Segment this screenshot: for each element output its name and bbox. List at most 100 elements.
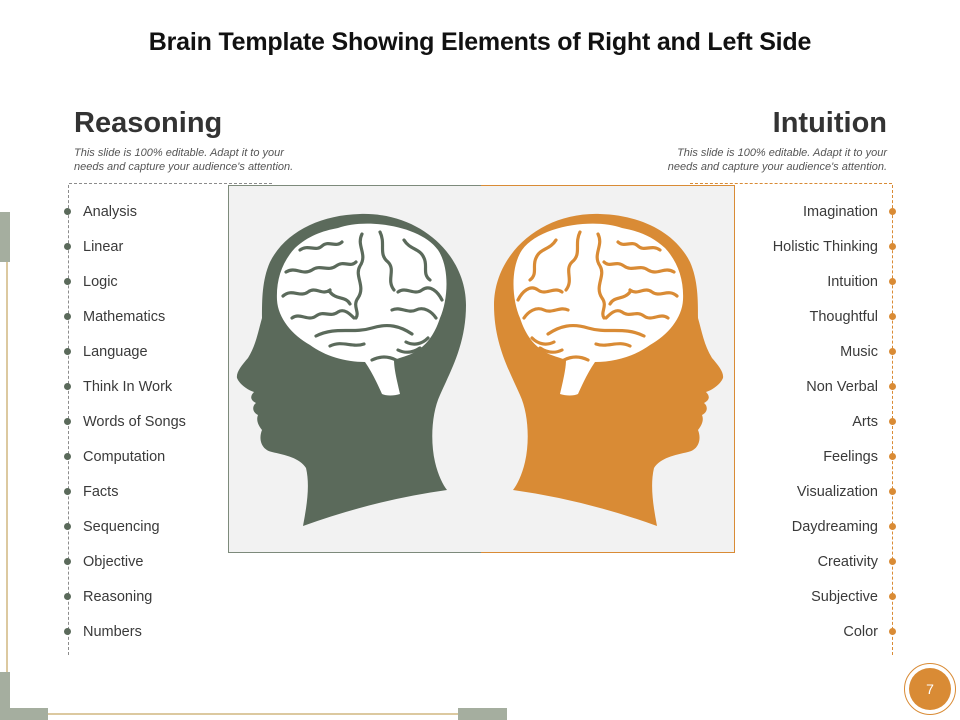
list-item-label: Non Verbal [806, 379, 878, 395]
right-dashed-connector [690, 183, 892, 184]
list-item: Sequencing [64, 509, 224, 544]
right-description-line: needs and capture your audience's attent… [627, 160, 887, 174]
list-item-label: Imagination [803, 204, 878, 220]
list-item-label: Color [843, 624, 878, 640]
bullet-dot-icon [889, 313, 896, 320]
bullet-dot-icon [889, 523, 896, 530]
list-item-label: Thoughtful [809, 309, 878, 325]
sage-accent-block [458, 708, 507, 720]
list-item: Facts [64, 474, 224, 509]
list-item: Holistic Thinking [746, 229, 896, 264]
page-number: 7 [909, 668, 951, 710]
bullet-dot-icon [889, 243, 896, 250]
bullet-dot-icon [889, 593, 896, 600]
list-item: Numbers [64, 614, 224, 649]
list-item: Feelings [746, 439, 896, 474]
orange-head-brain-icon [494, 214, 723, 526]
list-item-label: Numbers [83, 624, 142, 640]
left-dashed-connector [69, 183, 272, 184]
list-item-label: Facts [83, 484, 118, 500]
bullet-dot-icon [64, 628, 71, 635]
left-description-line: needs and capture your audience's attent… [74, 160, 334, 174]
slide-title: Brain Template Showing Elements of Right… [0, 25, 960, 59]
list-item: Arts [746, 404, 896, 439]
bullet-dot-icon [889, 558, 896, 565]
bullet-dot-icon [64, 278, 71, 285]
bullet-dot-icon [64, 558, 71, 565]
bullet-dot-icon [64, 313, 71, 320]
bullet-dot-icon [64, 593, 71, 600]
list-item: Intuition [746, 264, 896, 299]
bullet-dot-icon [64, 418, 71, 425]
bullet-dot-icon [889, 628, 896, 635]
list-item-label: Words of Songs [83, 414, 186, 430]
list-item: Mathematics [64, 299, 224, 334]
list-item-label: Daydreaming [792, 519, 878, 535]
sage-accent-corner [0, 708, 48, 720]
left-description: This slide is 100% editable. Adapt it to… [74, 146, 334, 174]
bullet-dot-icon [64, 453, 71, 460]
list-item-label: Computation [83, 449, 165, 465]
list-item-label: Reasoning [83, 589, 152, 605]
bullet-dot-icon [889, 208, 896, 215]
list-item: Analysis [64, 194, 224, 229]
bullet-dot-icon [889, 453, 896, 460]
left-attribute-list: Analysis Linear Logic Mathematics Langua… [64, 194, 224, 649]
list-item-label: Mathematics [83, 309, 165, 325]
left-heading: Reasoning [74, 105, 222, 141]
list-item-label: Language [83, 344, 148, 360]
list-item: Creativity [746, 544, 896, 579]
list-item-label: Visualization [797, 484, 878, 500]
left-description-line: This slide is 100% editable. Adapt it to… [74, 146, 334, 160]
list-item: Words of Songs [64, 404, 224, 439]
list-item: Linear [64, 229, 224, 264]
bullet-dot-icon [889, 418, 896, 425]
list-item-label: Music [840, 344, 878, 360]
list-item-label: Intuition [827, 274, 878, 290]
list-item: Color [746, 614, 896, 649]
list-item: Language [64, 334, 224, 369]
bullet-dot-icon [889, 348, 896, 355]
tan-accent-line-horizontal [48, 713, 458, 715]
list-item-label: Arts [852, 414, 878, 430]
bullet-dot-icon [64, 383, 71, 390]
bullet-dot-icon [64, 523, 71, 530]
list-item: Imagination [746, 194, 896, 229]
bullet-dot-icon [64, 348, 71, 355]
right-attribute-list: Imagination Holistic Thinking Intuition … [746, 194, 896, 649]
bullet-dot-icon [889, 383, 896, 390]
green-head-brain-icon [237, 214, 466, 526]
list-item-label: Sequencing [83, 519, 160, 535]
bullet-dot-icon [64, 243, 71, 250]
list-item: Music [746, 334, 896, 369]
list-item-label: Linear [83, 239, 123, 255]
bullet-dot-icon [64, 208, 71, 215]
bullet-dot-icon [889, 278, 896, 285]
list-item: Thoughtful [746, 299, 896, 334]
list-item: Logic [64, 264, 224, 299]
list-item: Subjective [746, 579, 896, 614]
list-item-label: Think In Work [83, 379, 172, 395]
sage-accent-bar-top [0, 212, 10, 262]
bullet-dot-icon [64, 488, 71, 495]
list-item-label: Holistic Thinking [773, 239, 878, 255]
list-item-label: Creativity [818, 554, 878, 570]
bullet-dot-icon [889, 488, 896, 495]
list-item-label: Feelings [823, 449, 878, 465]
right-description-line: This slide is 100% editable. Adapt it to… [627, 146, 887, 160]
brain-illustration [228, 185, 735, 553]
list-item-label: Objective [83, 554, 143, 570]
list-item: Daydreaming [746, 509, 896, 544]
list-item: Reasoning [64, 579, 224, 614]
list-item: Think In Work [64, 369, 224, 404]
right-description: This slide is 100% editable. Adapt it to… [627, 146, 887, 174]
list-item: Objective [64, 544, 224, 579]
list-item-label: Analysis [83, 204, 137, 220]
tan-accent-line-vertical [6, 262, 8, 672]
list-item: Non Verbal [746, 369, 896, 404]
right-heading: Intuition [773, 105, 887, 141]
list-item-label: Logic [83, 274, 118, 290]
list-item-label: Subjective [811, 589, 878, 605]
list-item: Visualization [746, 474, 896, 509]
